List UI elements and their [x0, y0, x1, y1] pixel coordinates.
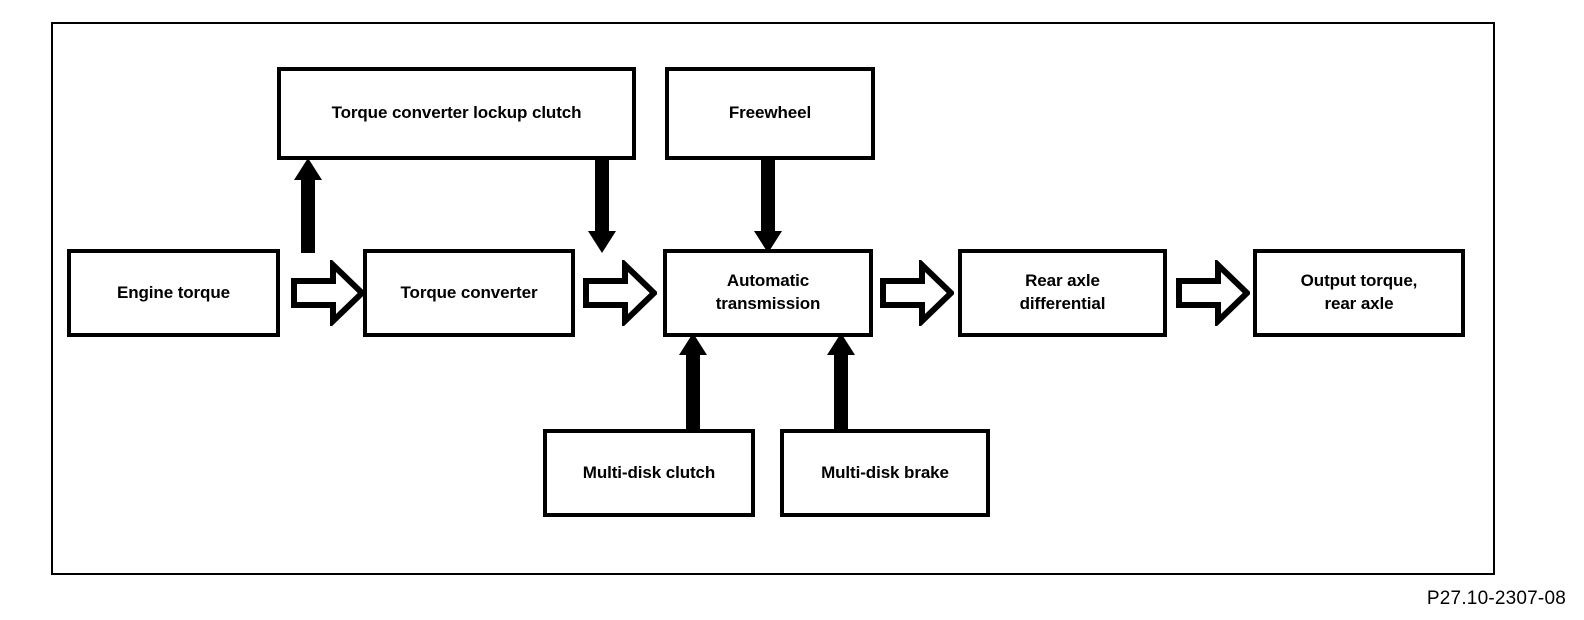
arrow-multi-disk-clutch-to-automatic-transmission [675, 333, 711, 433]
diagram-reference-number: P27.10-2307-08 [1426, 588, 1566, 609]
node-engine-torque: Engine torque [67, 249, 280, 337]
arrow-shaft [301, 176, 315, 253]
flow-arrow-engine-torque-to-torque-converter [291, 260, 365, 326]
arrow-lockup-clutch-to-automatic-transmission [584, 158, 620, 253]
flow-arrow-rear-axle-differential-to-output-torque [1176, 260, 1250, 326]
arrow-torque-converter-to-lockup-clutch [290, 158, 326, 253]
flow-arrow-torque-converter-to-automatic-transmission [583, 260, 657, 326]
arrow-freewheel-to-automatic-transmission [750, 158, 786, 253]
node-label: Torque converter [400, 282, 538, 302]
node-label: Multi-disk clutch [582, 462, 716, 482]
node-freewheel: Freewheel [665, 67, 875, 160]
node-torque-converter: Torque converter [363, 249, 575, 337]
node-label: Automatic transmission [715, 271, 821, 313]
arrow-shaft [686, 351, 700, 433]
arrow-head-up [294, 158, 322, 180]
node-label: Freewheel [728, 103, 812, 123]
node-multi-disk-clutch: Multi-disk clutch [543, 429, 755, 517]
arrow-head-up [827, 333, 855, 355]
node-label: Rear axle differential [1019, 271, 1106, 313]
node-rear-axle-differential: Rear axle differential [958, 249, 1167, 337]
arrow-head-up [679, 333, 707, 355]
node-automatic-transmission: Automatic transmission [663, 249, 873, 337]
arrow-multi-disk-brake-to-automatic-transmission [823, 333, 859, 433]
node-label: Output torque, rear axle [1300, 271, 1418, 313]
arrow-head-down [754, 231, 782, 253]
arrow-shaft [595, 158, 609, 235]
arrow-shaft [761, 158, 775, 235]
arrow-head-down [588, 231, 616, 253]
flow-arrow-automatic-transmission-to-rear-axle-differential [880, 260, 954, 326]
node-label: Engine torque [117, 282, 230, 302]
node-torque-converter-lockup-clutch: Torque converter lockup clutch [277, 67, 636, 160]
node-label: Torque converter lockup clutch [331, 103, 582, 123]
node-label: Multi-disk brake [821, 462, 949, 482]
node-output-torque-rear-axle: Output torque, rear axle [1253, 249, 1465, 337]
node-multi-disk-brake: Multi-disk brake [780, 429, 990, 517]
arrow-shaft [834, 351, 848, 433]
